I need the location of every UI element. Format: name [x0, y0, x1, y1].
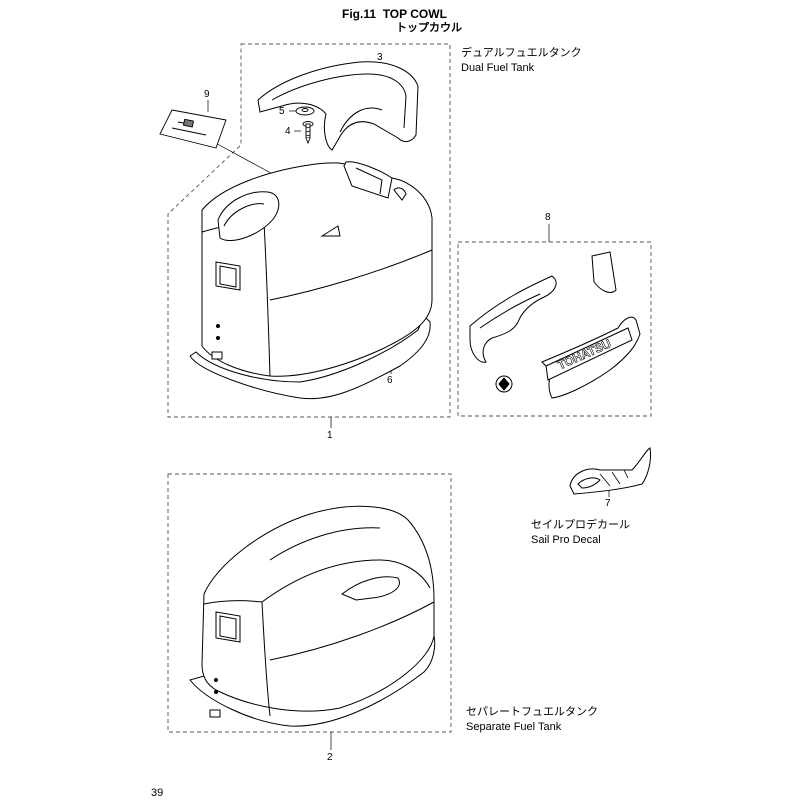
sail-pro-decal-caption-en: Sail Pro Decal: [531, 534, 601, 546]
dual-fuel-tank-caption-jp: デュアルフュエルタンク: [461, 46, 582, 59]
figure-title-en: TOP COWL: [382, 7, 447, 21]
part-6-seal: [189, 315, 431, 400]
page-number: 39: [151, 787, 164, 799]
part-2-top-cowl-separate: [189, 505, 436, 727]
decal-set-frame: [457, 241, 652, 417]
callout-3: 3: [377, 52, 383, 63]
dual-fuel-tank-caption-en: Dual Fuel Tank: [461, 62, 535, 74]
callout-8: 8: [545, 212, 551, 223]
part-3-cover: [257, 61, 419, 151]
callout-1: 1: [327, 430, 333, 441]
callout-9: 9: [204, 89, 210, 100]
decal-small: [591, 251, 617, 293]
separate-fuel-tank-assembly-frame: [167, 473, 452, 733]
callout-4: 4: [285, 126, 291, 137]
part-7-sail-pro-decal: [569, 447, 651, 495]
figure-title-jp: トップカウル: [396, 21, 462, 34]
sail-pro-decal-caption-jp: セイルプロデカール: [531, 518, 630, 531]
part-4-screw: [302, 121, 314, 145]
dual-fuel-tank-assembly-frame: [167, 43, 451, 418]
part-8-decal-set: [469, 251, 641, 399]
callout-5: 5: [279, 106, 285, 117]
part-5-washer: [295, 106, 315, 116]
decal-swoosh: [469, 275, 557, 363]
callout-2: 2: [327, 752, 333, 763]
callout-7: 7: [605, 498, 611, 509]
figure-title: Fig.11 TOP COWL: [342, 7, 447, 21]
separate-fuel-tank-caption-jp: セパレートフュエルタンク: [466, 705, 598, 718]
separate-fuel-tank-caption-en: Separate Fuel Tank: [466, 721, 562, 733]
callout-6: 6: [387, 375, 393, 386]
part-1-top-cowl-dual: [189, 161, 433, 400]
part-9-label: [159, 109, 227, 149]
figure-label: Fig.11: [342, 7, 377, 21]
